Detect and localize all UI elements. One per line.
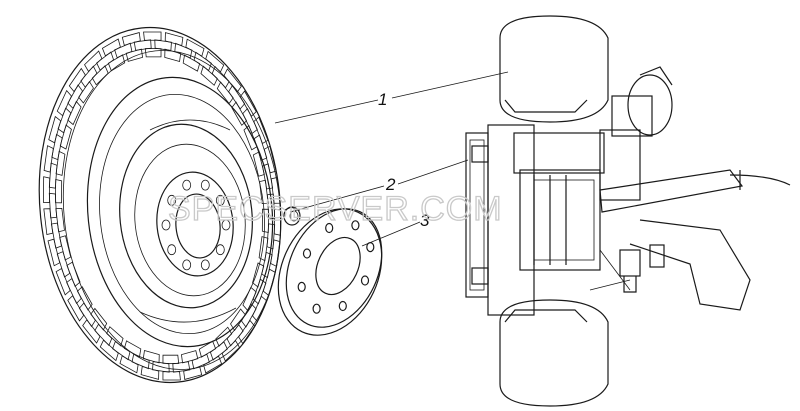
tread-block (154, 39, 172, 51)
tread-block (78, 302, 96, 328)
ring-hole (325, 222, 334, 234)
tread-block (48, 115, 62, 144)
tread-block (43, 208, 54, 236)
tread-block (119, 355, 139, 374)
tread-block (263, 145, 277, 174)
tread-block (125, 48, 143, 62)
tread-block (164, 48, 182, 63)
tread-block (191, 353, 210, 370)
tread-block (80, 65, 98, 88)
tread-block (114, 42, 133, 59)
tread-block (67, 84, 83, 109)
tread-block (183, 366, 203, 380)
tread-block (143, 31, 162, 41)
ring-hole (312, 303, 321, 314)
tread-block (152, 361, 170, 373)
tread-block (50, 222, 62, 249)
clamp-ring-holes (297, 220, 375, 314)
tread-block (230, 308, 246, 332)
tread-block (101, 38, 121, 57)
tread-block (162, 371, 181, 381)
tread-block (252, 295, 268, 323)
tread-block (140, 366, 160, 380)
tread-block (185, 38, 205, 57)
tread-block (133, 39, 152, 51)
stud-hole (182, 179, 192, 191)
stud-hole (182, 259, 192, 271)
tread-block (84, 50, 103, 72)
ring-hole (302, 248, 312, 259)
tread-block (162, 354, 180, 364)
wheel-stud-holes (161, 179, 231, 271)
tread-block (96, 51, 115, 71)
tread-block (238, 319, 256, 345)
tread-block (203, 355, 223, 374)
tread-block (78, 80, 94, 104)
tread-block (182, 54, 201, 72)
tread-block (231, 101, 248, 126)
tire-and-wheel (38, 26, 282, 384)
tread-block (55, 267, 71, 296)
tread-block (164, 32, 184, 46)
stud-hole (215, 194, 225, 206)
tread-block (47, 238, 61, 267)
tread-block (55, 150, 66, 176)
stud-hole (215, 244, 225, 256)
tread-block (239, 90, 257, 117)
tread-block (76, 286, 93, 311)
tread-block (262, 268, 276, 297)
tread-block (174, 42, 193, 59)
tread-block (144, 48, 162, 58)
tread-block (82, 319, 101, 344)
leader-lines (274, 71, 509, 247)
tire-tread (43, 31, 281, 381)
tread-block (67, 295, 85, 322)
stud-hole (200, 259, 210, 271)
tread-block (226, 324, 244, 347)
tread-block (270, 176, 281, 204)
tread-block (241, 303, 257, 328)
tread-block (99, 339, 119, 362)
stud-hole (167, 194, 177, 206)
callout-1: 1 (378, 90, 387, 109)
ring-hole (338, 300, 347, 312)
tread-block (56, 89, 72, 117)
stud-hole (221, 219, 231, 231)
ring-hole (297, 281, 306, 292)
stud-hole (161, 219, 171, 231)
tread-block (261, 251, 273, 279)
tread-block (121, 32, 141, 46)
tread-block (172, 361, 191, 373)
tread-block (205, 50, 225, 73)
ring-hole (360, 275, 370, 286)
callout-3: 3 (420, 211, 430, 230)
clamp-ring (277, 208, 383, 336)
callout-2: 2 (385, 175, 396, 194)
tread-block (55, 207, 65, 233)
tread-block (221, 340, 240, 362)
wheel-nut (283, 206, 301, 226)
tread-block (252, 151, 265, 177)
stud-hole (200, 179, 210, 191)
watermark: SPECSERVER.COM (168, 190, 503, 228)
tread-block (55, 178, 63, 204)
tread-block (68, 67, 86, 93)
tread-block (59, 124, 72, 150)
tread-block (43, 145, 54, 173)
tread-block (209, 341, 228, 361)
ring-hole (351, 220, 360, 231)
tread-block (43, 176, 51, 203)
tread-block (273, 209, 281, 236)
hub-assembly-section (465, 15, 791, 407)
stud-hole (167, 244, 177, 256)
tread-block (51, 133, 63, 161)
tread-block (270, 239, 281, 267)
tread-block (223, 68, 242, 93)
tread-block (253, 116, 269, 145)
tread-block (181, 350, 199, 364)
